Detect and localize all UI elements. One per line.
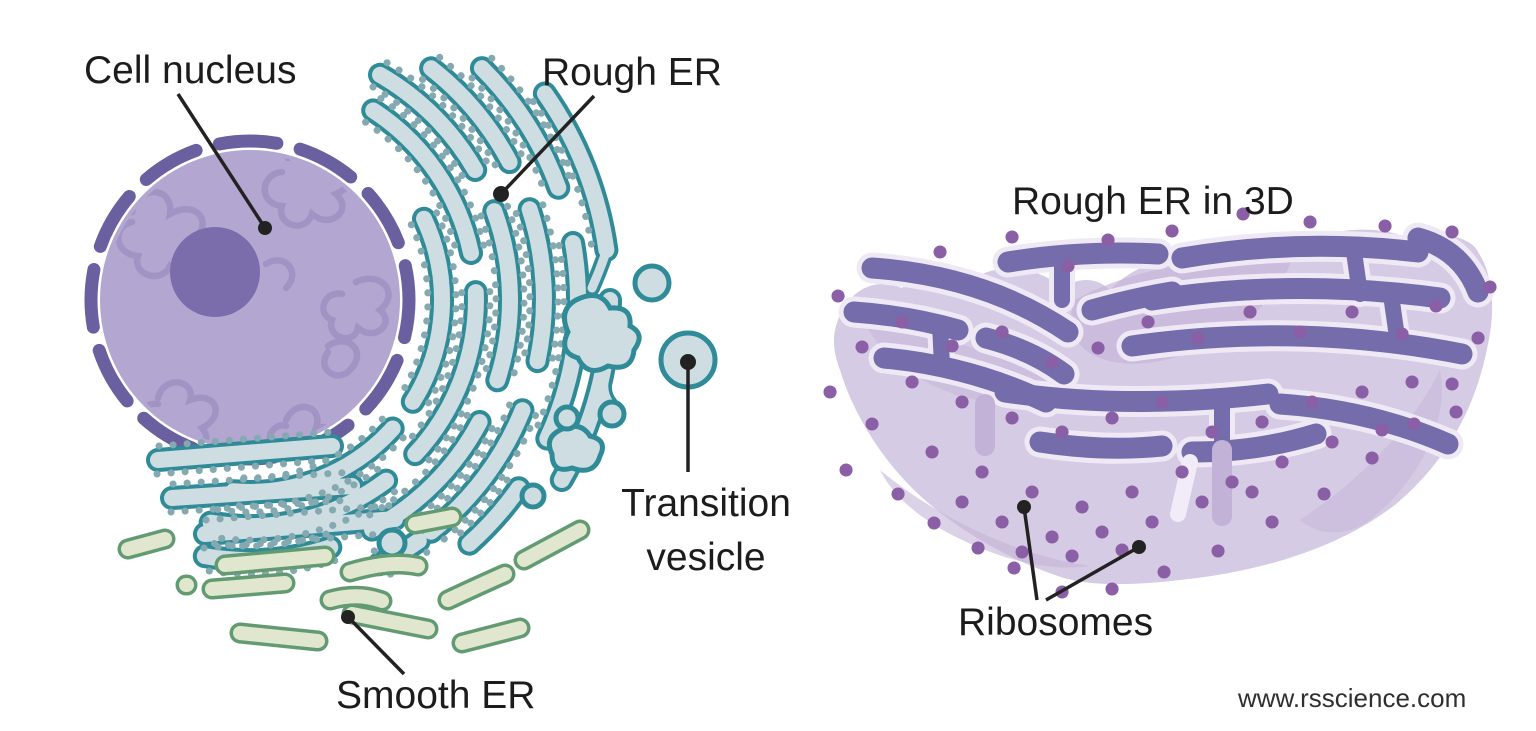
transition-vesicle-label: Transition vesicle (621, 482, 791, 579)
rough-er-label: Rough ER (542, 51, 722, 94)
smooth-er-label: Smooth ER (336, 674, 536, 717)
nucleolus (170, 227, 260, 317)
vesicle (376, 527, 408, 559)
rough-er-3d-illustration (823, 207, 1497, 599)
ribosomes-label: Ribosomes (958, 601, 1154, 644)
watermark: www.rsscience.com (1238, 683, 1467, 713)
vesicle (597, 399, 627, 429)
vesicle (519, 482, 547, 510)
leader-lines (176, 93, 1146, 676)
rough-er-illustration (153, 53, 610, 581)
vesicle (553, 404, 581, 432)
rough-er-3d-title: Rough ER in 3D (1012, 180, 1294, 223)
vesicle (632, 263, 672, 303)
transition-vesicles-illustration (376, 263, 718, 559)
rough-er-ribosome-dots (153, 53, 596, 581)
cell-nucleus-label: Cell nucleus (84, 49, 297, 92)
ribosome-dots-3d (823, 207, 1497, 599)
